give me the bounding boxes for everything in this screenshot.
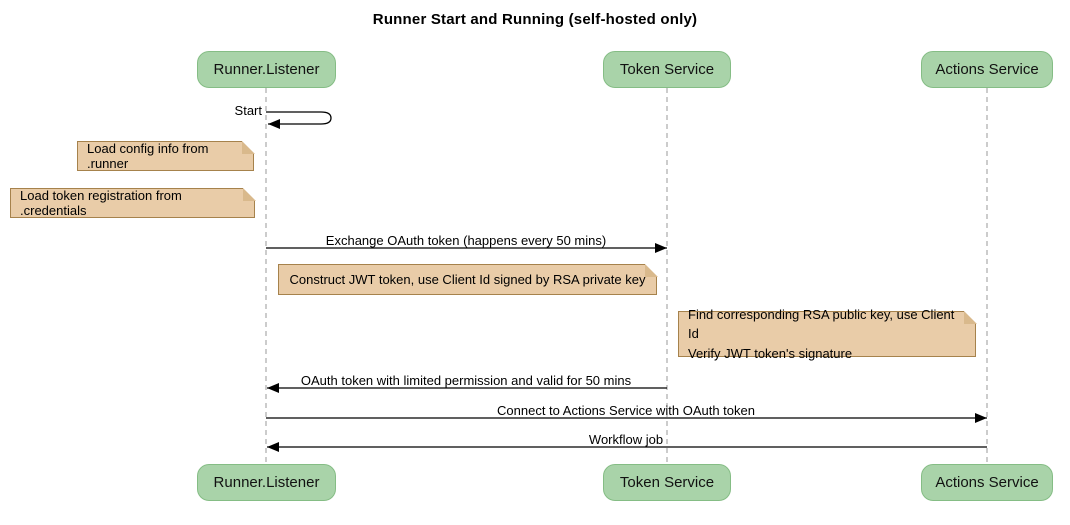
participant-runner-listener-top: Runner.Listener	[197, 51, 336, 88]
message-label-oauth-return: OAuth token with limited permission and …	[300, 373, 632, 388]
diagram-title: Runner Start and Running (self-hosted on…	[372, 11, 698, 28]
note-construct-jwt: Construct JWT token, use Client Id signe…	[278, 263, 658, 295]
note-find-rsa-line1: Find corresponding RSA public key, use C…	[688, 306, 955, 342]
participant-runner-listener-bottom: Runner.Listener	[197, 464, 336, 501]
message-label-connect: Connect to Actions Service with OAuth to…	[497, 403, 755, 418]
message-label-workflow-job: Workflow job	[588, 432, 664, 447]
participant-token-service-bottom: Token Service	[603, 464, 731, 501]
participant-token-service-top: Token Service	[603, 51, 731, 88]
note-load-token-registration: Load token registration from .credential…	[10, 187, 256, 218]
note-find-rsa-line2: Verify JWT token's signature	[688, 345, 853, 361]
note-find-rsa-public-key: Find corresponding RSA public key, use C…	[678, 307, 977, 361]
note-find-rsa-lines: Find corresponding RSA public key, use C…	[688, 305, 966, 364]
message-label-exchange-oauth: Exchange OAuth token (happens every 50 m…	[325, 233, 607, 248]
note-load-config: Load config info from .runner	[77, 140, 255, 171]
participant-actions-service-bottom: Actions Service	[921, 464, 1053, 501]
arrow-start-self-message	[266, 111, 332, 129]
participant-actions-service-top: Actions Service	[921, 51, 1053, 88]
message-label-start: Start	[234, 103, 262, 118]
